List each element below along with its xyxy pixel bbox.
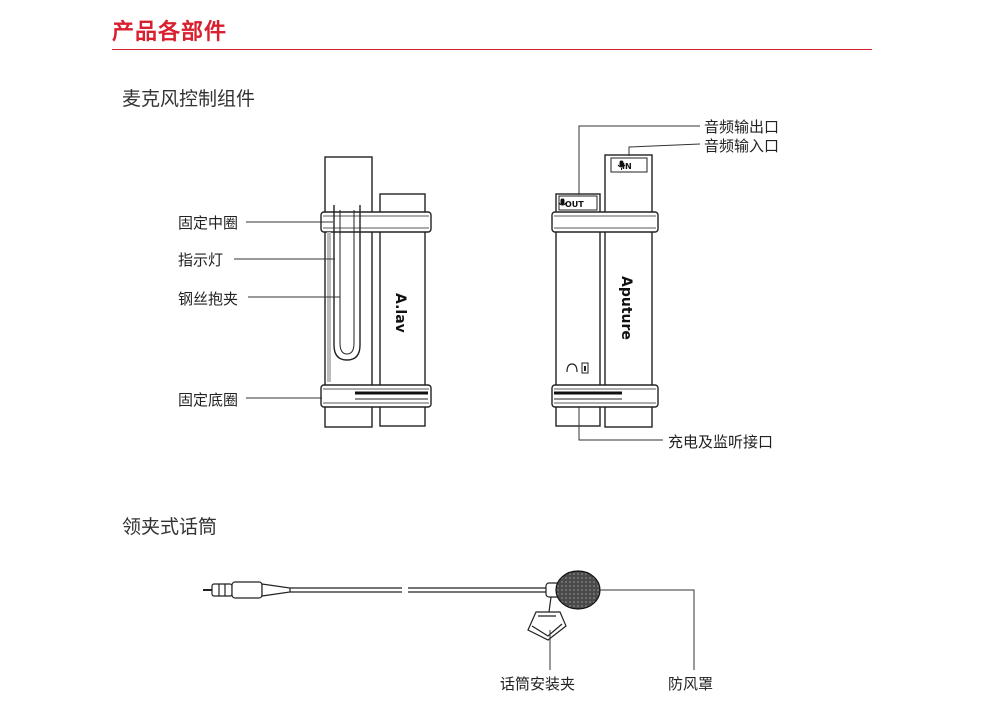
headphone-icon bbox=[566, 363, 578, 373]
left-unit-illustration bbox=[320, 156, 432, 428]
leader-charge-monitor bbox=[578, 407, 663, 441]
right-brand-text: Aputure bbox=[618, 276, 634, 340]
right-bottom-ring bbox=[551, 384, 659, 408]
left-unit-main-body bbox=[324, 156, 373, 428]
label-steel-clip: 钢丝抱夹 bbox=[178, 290, 239, 308]
section-title-lavalier: 领夹式话筒 bbox=[122, 516, 218, 538]
plug-strain-relief bbox=[261, 583, 291, 597]
label-charge-monitor: 充电及监听接口 bbox=[668, 433, 774, 451]
label-audio-in: 音频输入口 bbox=[704, 137, 780, 155]
plug-housing bbox=[231, 581, 263, 599]
mic-icon bbox=[617, 160, 626, 170]
mic-icon bbox=[558, 198, 567, 206]
leader-audio-in bbox=[628, 143, 701, 156]
mic-clip bbox=[527, 611, 567, 641]
right-middle-ring bbox=[551, 211, 659, 233]
label-mic-clip: 话筒安装夹 bbox=[500, 675, 576, 693]
left-bottom-ring bbox=[320, 384, 432, 408]
left-steel-clip bbox=[333, 205, 361, 361]
section-title-mic-controls: 麦克风控制组件 bbox=[122, 88, 256, 110]
left-middle-ring bbox=[320, 211, 432, 233]
lavalier-illustration bbox=[203, 570, 601, 641]
right-unit-main-body bbox=[604, 154, 653, 428]
title-divider bbox=[112, 49, 872, 50]
right-unit-illustration bbox=[551, 154, 659, 428]
plug-sleeve bbox=[211, 583, 233, 597]
windscreen bbox=[555, 570, 601, 610]
left-brand-text: A.lav bbox=[392, 293, 408, 333]
leader-audio-out bbox=[578, 125, 700, 195]
in-port-label: IN bbox=[622, 162, 632, 171]
label-windscreen: 防风罩 bbox=[668, 675, 714, 693]
label-audio-out: 音频输出口 bbox=[704, 118, 780, 136]
label-fixed-bottom-ring: 固定底圈 bbox=[178, 391, 239, 409]
page-title: 产品各部件 bbox=[112, 20, 228, 45]
label-indicator-light: 指示灯 bbox=[178, 251, 224, 269]
label-fixed-middle-ring: 固定中圈 bbox=[178, 214, 239, 232]
leader-windscreen bbox=[600, 589, 695, 670]
out-port-label: OUT bbox=[565, 200, 584, 209]
